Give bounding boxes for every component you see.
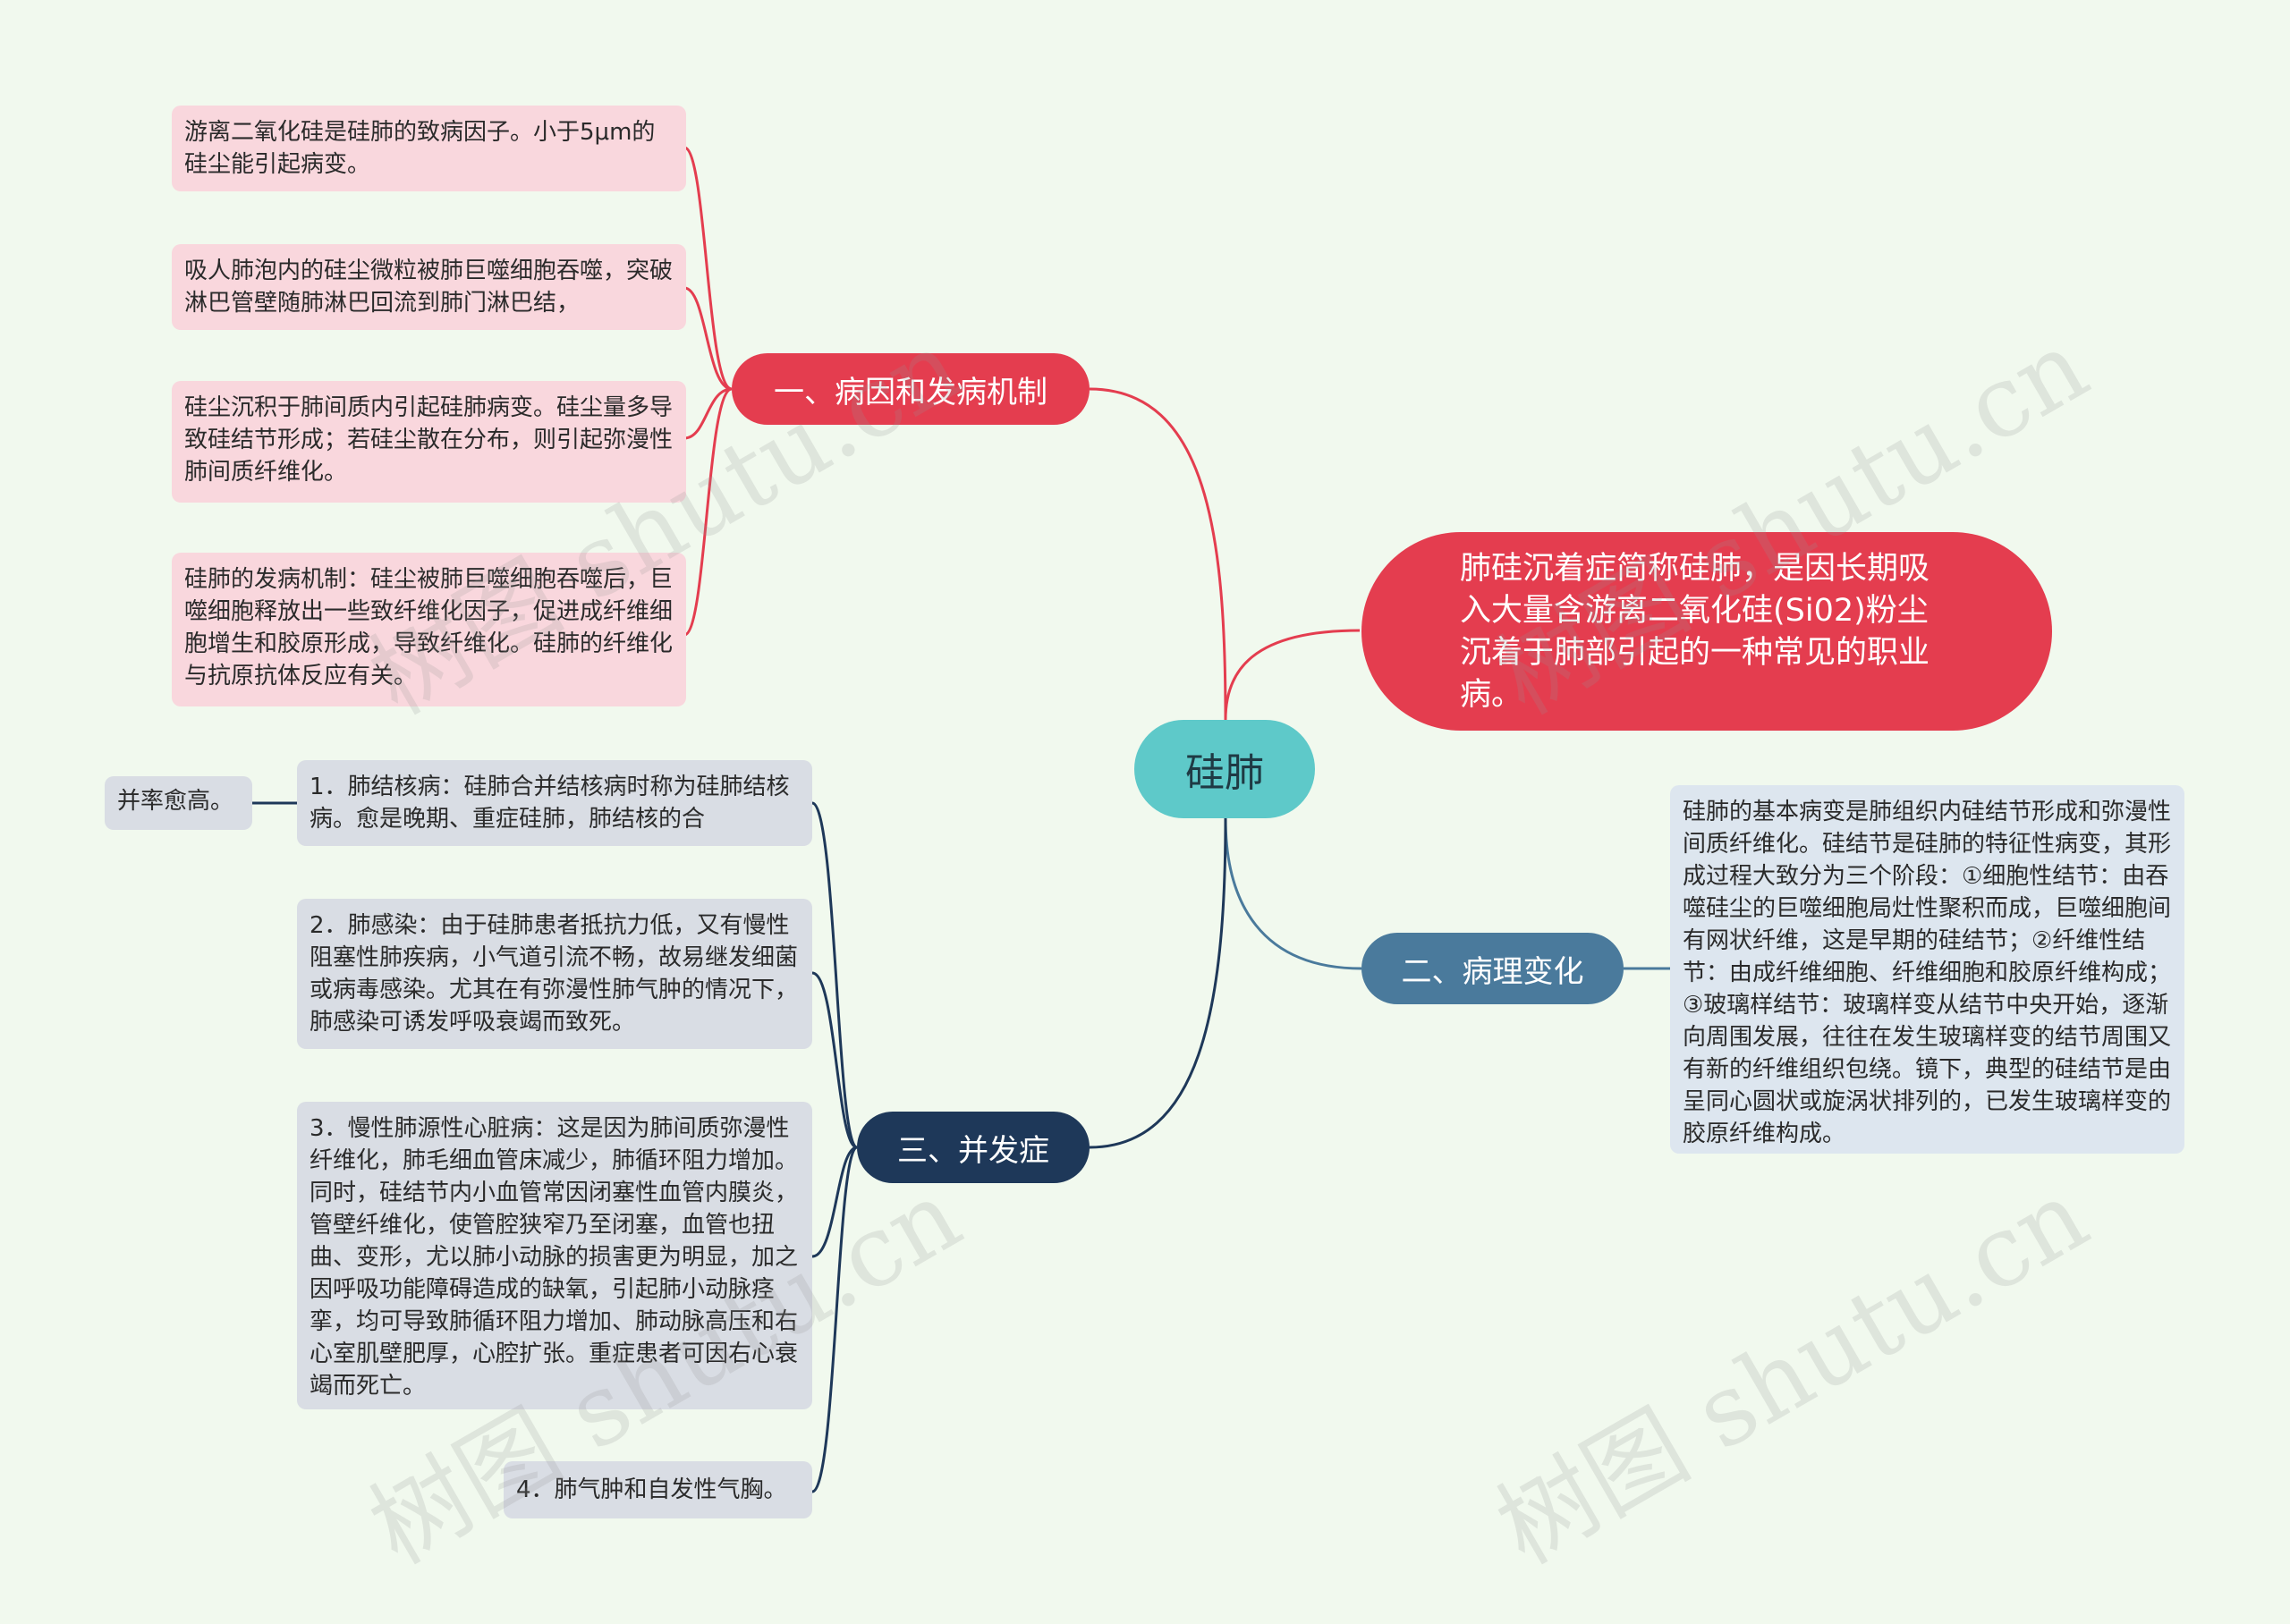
complication-item-3[interactable]: 3．慢性肺源性心脏病：这是因为肺间质弥漫性纤维化，肺毛细血管床减少，肺循环阻力增…	[297, 1102, 812, 1409]
connector-center-complication	[1089, 817, 1227, 1149]
cause-item-1-text: 游离二氧化硅是硅肺的致病因子。小于5μm的硅尘能引起病变。	[184, 119, 656, 178]
branch-cause-label: 一、病因和发病机制	[774, 374, 1047, 410]
branch-cause[interactable]: 一、病因和发病机制	[732, 353, 1090, 425]
complication-item-4-text: 4．肺气肿和自发性气胸。	[516, 1476, 787, 1503]
summary-topic-text: 肺硅沉着症简称硅肺，是因长期吸入大量含游离二氧化硅(Si02)粉尘沉着于肺部引起…	[1460, 551, 1930, 713]
connector-cause-item-4	[683, 387, 733, 637]
cause-item-3-text: 硅尘沉积于肺间质内引起硅肺病变。硅尘量多导致硅结节形成；若硅尘散在分布，则引起弥…	[184, 394, 674, 486]
complication-item-3-text: 3．慢性肺源性心脏病：这是因为肺间质弥漫性纤维化，肺毛细血管床减少，肺循环阻力增…	[310, 1115, 799, 1400]
pathology-text: 硅肺的基本病变是肺组织内硅结节形成和弥漫性间质纤维化。硅结节是硅肺的特征性病变，…	[1683, 799, 2172, 1147]
cause-item-1[interactable]: 游离二氧化硅是硅肺的致病因子。小于5μm的硅尘能引起病变。	[172, 106, 686, 191]
cause-item-2-text: 吸人肺泡内的硅尘微粒被肺巨噬细胞吞噬，突破淋巴管壁随肺淋巴回流到肺门淋巴结，	[184, 258, 674, 317]
branch-complication-label: 三、并发症	[897, 1132, 1049, 1169]
branch-complication[interactable]: 三、并发症	[857, 1112, 1090, 1183]
summary-topic[interactable]: 肺硅沉着症简称硅肺，是因长期吸入大量含游离二氧化硅(Si02)粉尘沉着于肺部引起…	[1361, 532, 2052, 731]
cause-item-2[interactable]: 吸人肺泡内的硅尘微粒被肺巨噬细胞吞噬，突破淋巴管壁随肺淋巴回流到肺门淋巴结，	[172, 244, 686, 330]
pathology-text-box[interactable]: 硅肺的基本病变是肺组织内硅结节形成和弥漫性间质纤维化。硅结节是硅肺的特征性病变，…	[1670, 785, 2184, 1154]
connector-complication-item-1	[811, 801, 859, 1149]
branch-pathology-label: 二、病理变化	[1401, 953, 1584, 990]
connector-complication-item-4	[811, 1146, 859, 1493]
complication-sub-item[interactable]: 并率愈高。	[105, 776, 252, 830]
branch-pathology[interactable]: 二、病理变化	[1361, 933, 1624, 1004]
connector-center-cause	[1089, 387, 1227, 721]
connector-complication-item-2	[811, 971, 858, 1149]
complication-item-2[interactable]: 2．肺感染：由于硅肺患者抵抗力低，又有慢性阻塞性肺疾病，小气道引流不畅，故易继发…	[297, 899, 812, 1049]
complication-item-4[interactable]: 4．肺气肿和自发性气胸。	[504, 1461, 812, 1518]
connector-complication-item-3	[811, 1146, 858, 1258]
complication-item-1-text: 1．肺结核病：硅肺合并结核病时称为硅肺结核病。愈是晚期、重症硅肺，肺结核的合	[310, 774, 790, 833]
connector-center-summary	[1224, 629, 1361, 721]
complication-sub-item-text: 并率愈高。	[117, 788, 234, 815]
cause-item-4-text: 硅肺的发病机制：硅尘被肺巨噬细胞吞噬后，巨噬细胞释放出一些致纤维化因子，促进成纤…	[184, 566, 674, 689]
cause-item-3[interactable]: 硅尘沉积于肺间质内引起硅肺病变。硅尘量多导致硅结节形成；若硅尘散在分布，则引起弥…	[172, 381, 686, 503]
connector-center-pathology	[1224, 817, 1362, 970]
center-topic[interactable]: 硅肺	[1134, 720, 1315, 818]
center-topic-label: 硅肺	[1185, 750, 1264, 796]
complication-item-2-text: 2．肺感染：由于硅肺患者抵抗力低，又有慢性阻塞性肺疾病，小气道引流不畅，故易继发…	[310, 912, 799, 1036]
connector-cause-item-1	[683, 146, 733, 391]
cause-item-4[interactable]: 硅肺的发病机制：硅尘被肺巨噬细胞吞噬后，巨噬细胞释放出一些致纤维化因子，促进成纤…	[172, 553, 686, 706]
complication-item-1[interactable]: 1．肺结核病：硅肺合并结核病时称为硅肺结核病。愈是晚期、重症硅肺，肺结核的合	[297, 760, 812, 846]
connector-cause-item-2	[683, 286, 733, 391]
connector-cause-item-3	[683, 387, 733, 440]
